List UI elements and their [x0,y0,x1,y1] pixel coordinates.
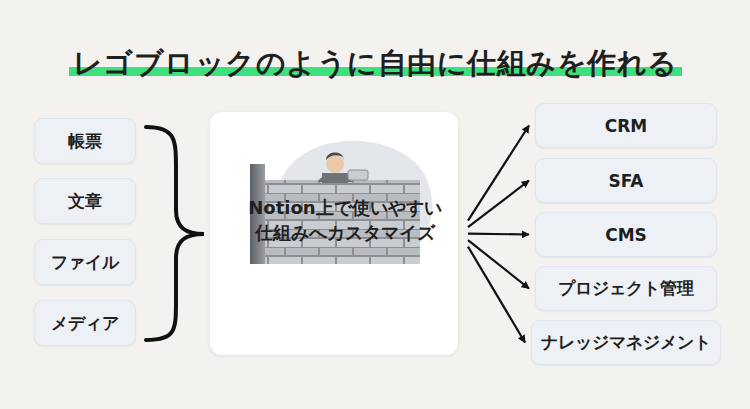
item-box: CMS [535,212,717,257]
item-box: ナレッジマネジメント [531,320,721,365]
item-box: SFA [535,158,717,203]
title: レゴブロックのように自由に仕組みを作れる [69,46,682,80]
item-box: 帳票 [34,118,136,164]
center-panel: Notion上で使いやすい 仕組みへカスタマイズ [210,112,458,355]
item-box: ファイル [34,239,136,285]
arrow-connector [468,247,525,343]
arrow-connector [468,240,529,288]
arrow-connector [468,126,529,221]
box-label: CRM [605,116,647,136]
box-label: 帳票 [68,130,102,153]
item-box: プロジェクト管理 [535,266,717,311]
item-box: CRM [535,103,717,148]
box-label: 文章 [68,190,102,213]
box-label: メディア [51,312,119,335]
box-label: ナレッジマネジメント [541,331,711,354]
box-label: CMS [605,225,647,245]
curly-brace [146,127,204,340]
box-label: Notion上で使いやすい 仕組みへカスタマイズ [232,196,458,245]
arrow-connector [468,181,529,228]
arrow-connector [468,233,529,236]
box-label: SFA [608,171,643,191]
item-box: メディア [34,300,136,346]
box-label: ファイル [51,251,119,274]
box-label: プロジェクト管理 [558,277,694,300]
item-box: 文章 [34,178,136,224]
